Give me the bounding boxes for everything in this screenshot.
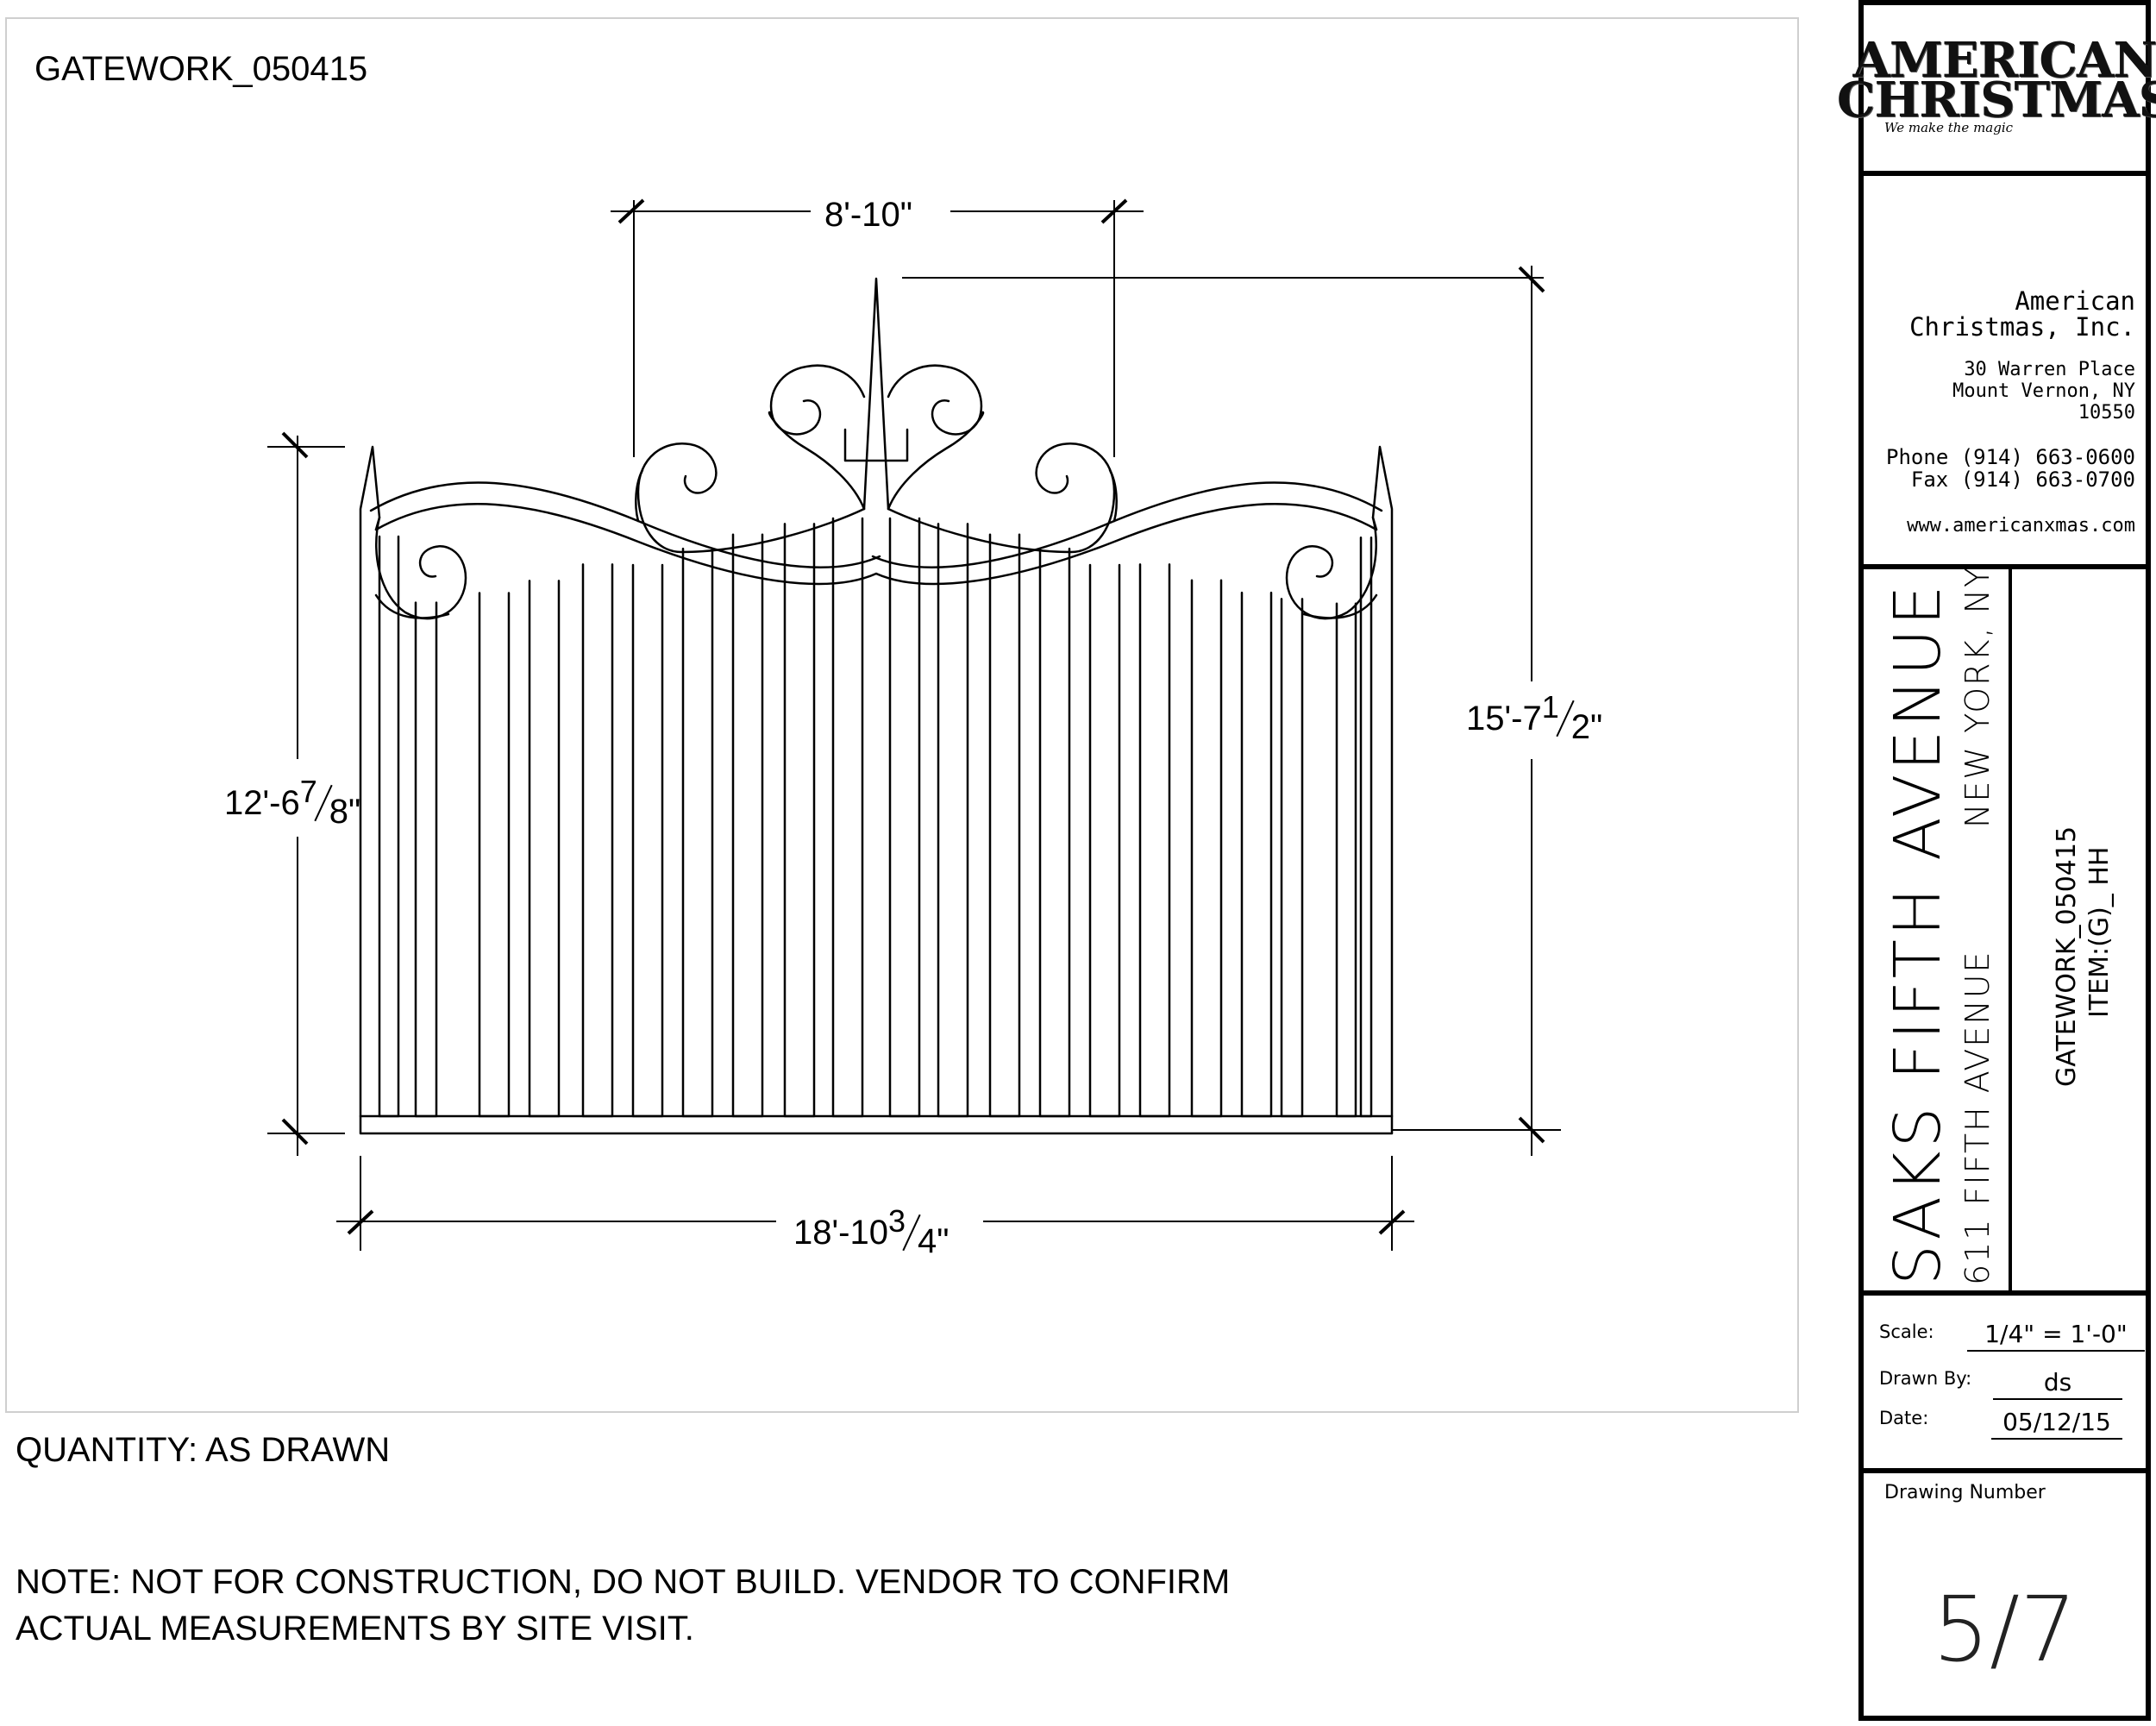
address-line-2: Mount Vernon, NY: [1952, 380, 2135, 402]
gate-picket: [1335, 602, 1357, 1118]
dimension-right-height: 15'-71 2": [1466, 689, 1602, 745]
date-value: 05/12/15: [1991, 1408, 2122, 1440]
gate-picket: [581, 563, 614, 1118]
gate-picket: [1240, 591, 1273, 1118]
drawn-by-value: ds: [1993, 1368, 2122, 1400]
gate-base-rail: [359, 1114, 1394, 1135]
drawing-code: GATEWORK_050415: [2052, 825, 2082, 1087]
project-divider: [2009, 569, 2012, 1290]
fax-number: Fax (914) 663-0700: [1910, 468, 2135, 492]
center-right-scroll: [887, 364, 983, 436]
gate-picket: [528, 580, 561, 1118]
gate-picket: [378, 535, 400, 1118]
right-end-scroll: [1285, 516, 1377, 620]
project-info: SAKS FIFTH AVENUE 611 FIFTH AVENUE NEW Y…: [1864, 565, 2146, 1296]
quantity-note: QUANTITY: AS DRAWN: [16, 1431, 391, 1469]
gate-picket: [681, 547, 714, 1118]
drawing-number-label: Drawing Number: [1884, 1482, 2046, 1503]
dimension-left-height: 12'-67 8": [224, 774, 360, 830]
gate-picket: [1359, 536, 1373, 1118]
date-label: Date:: [1879, 1408, 1929, 1428]
fraction-denominator: 8": [329, 793, 361, 831]
logo-tagline: We make the magic: [1884, 120, 2014, 135]
address-line-3: 10550: [2078, 402, 2135, 424]
fraction-numerator: 7: [299, 774, 317, 809]
right-mid-scroll: [887, 442, 1116, 554]
fraction-denominator: 4": [917, 1222, 950, 1260]
company-name-2: Christmas, Inc.: [1909, 312, 2135, 342]
construction-note-line-1: NOTE: NOT FOR CONSTRUCTION, DO NOT BUILD…: [16, 1563, 1231, 1601]
center-left-scroll: [769, 364, 866, 436]
phone-number: Phone (914) 663-0600: [1886, 445, 2135, 469]
scale-label: Scale:: [1879, 1321, 1934, 1342]
drawing-label: GATEWORK_050415: [34, 50, 368, 88]
gate-picket: [414, 601, 438, 1118]
project-address: 611 FIFTH AVENUE: [1959, 950, 1996, 1285]
gate-picket: [988, 533, 1021, 1118]
gate-picket: [937, 523, 969, 1118]
gate-picket: [1038, 547, 1071, 1118]
drawn-by-label: Drawn By:: [1879, 1368, 1972, 1389]
scale-value: 1/4" = 1'-0": [1967, 1320, 2145, 1352]
company-name-1: American: [2015, 286, 2135, 316]
gate-picket: [478, 592, 511, 1118]
company-logo: AMERICAN CHRISTMAS We make the magic: [1837, 5, 2156, 176]
gate-picket: [1138, 563, 1171, 1118]
company-info: American Christmas, Inc. 30 Warren Place…: [1864, 176, 2146, 569]
gate-picket: [1190, 579, 1223, 1118]
gate-elevation-drawing: [267, 198, 1561, 1251]
gate-top-rail: [369, 481, 1383, 568]
item-code: ITEM:(G)_ HH: [2084, 846, 2115, 1018]
dimension-right-height-whole: 15'-7: [1466, 700, 1542, 737]
gate-picket: [1088, 563, 1121, 1118]
center-finial: [862, 277, 890, 511]
project-title: SAKS FIFTH AVENUE: [1881, 581, 1955, 1285]
dimension-lines: [267, 198, 1561, 1251]
fraction-numerator: 3: [887, 1203, 906, 1239]
address-line-1: 30 Warren Place: [1964, 359, 2135, 380]
gate-picket: [1280, 598, 1304, 1118]
left-mid-scroll: [636, 442, 866, 554]
gate-picket: [831, 517, 864, 1118]
left-end-scroll: [375, 516, 467, 620]
dimension-overall-width: 18'-103 4": [793, 1203, 949, 1259]
drawing-number-section: Drawing Number 5/7: [1864, 1473, 2146, 1726]
dimension-overall-width-whole: 18'-10: [793, 1214, 888, 1252]
gate-picket: [888, 517, 921, 1118]
logo-line-2: CHRISTMAS: [1836, 72, 2156, 129]
drawing-area-frame: [5, 17, 1799, 1413]
title-block: AMERICAN CHRISTMAS We make the magic Ame…: [1837, 0, 2156, 1721]
fraction-denominator: 2": [1570, 708, 1603, 746]
logo-line-1: AMERICAN: [1852, 32, 2156, 89]
gate-picket: [731, 533, 764, 1118]
gate-picket: [783, 523, 816, 1118]
construction-note-line-2: ACTUAL MEASUREMENTS BY SITE VISIT.: [16, 1610, 694, 1648]
fraction-numerator: 1: [1541, 689, 1559, 725]
dimension-left-height-whole: 12'-6: [224, 784, 300, 822]
gate-picket: [631, 563, 664, 1118]
drawing-info: Scale: 1/4" = 1'-0" Drawn By: ds Date: 0…: [1864, 1296, 2146, 1473]
dimension-top-width: 8'-10": [824, 196, 912, 234]
gate-bars: [378, 517, 1373, 1118]
drawing-number: 5/7: [1932, 1577, 2078, 1682]
website-link[interactable]: www.americanxmas.com: [1907, 515, 2135, 537]
project-city: NEW YORK, NY: [1959, 565, 1996, 828]
